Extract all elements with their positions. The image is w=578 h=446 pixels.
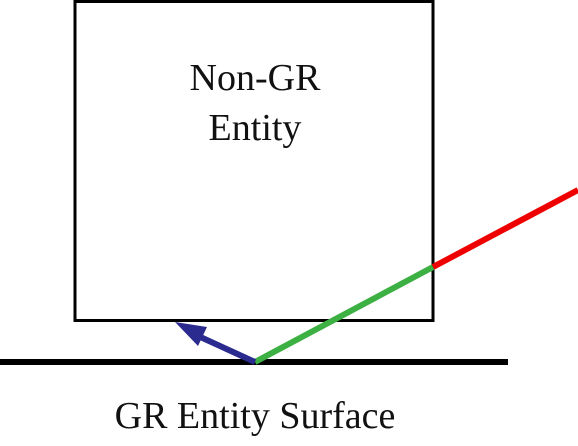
non-gr-entity-box xyxy=(73,0,435,322)
non-gr-entity-label-line1: Non-GR xyxy=(190,57,322,99)
gr-entity-surface-label: GR Entity Surface xyxy=(115,395,396,437)
non-gr-entity-label-line2: Entity xyxy=(209,107,302,149)
reflected-ray-arrowhead xyxy=(175,322,207,346)
incoming-ray-segment xyxy=(431,187,578,270)
inside-ray-segment xyxy=(253,264,435,365)
reflected-ray-shaft xyxy=(194,332,257,365)
